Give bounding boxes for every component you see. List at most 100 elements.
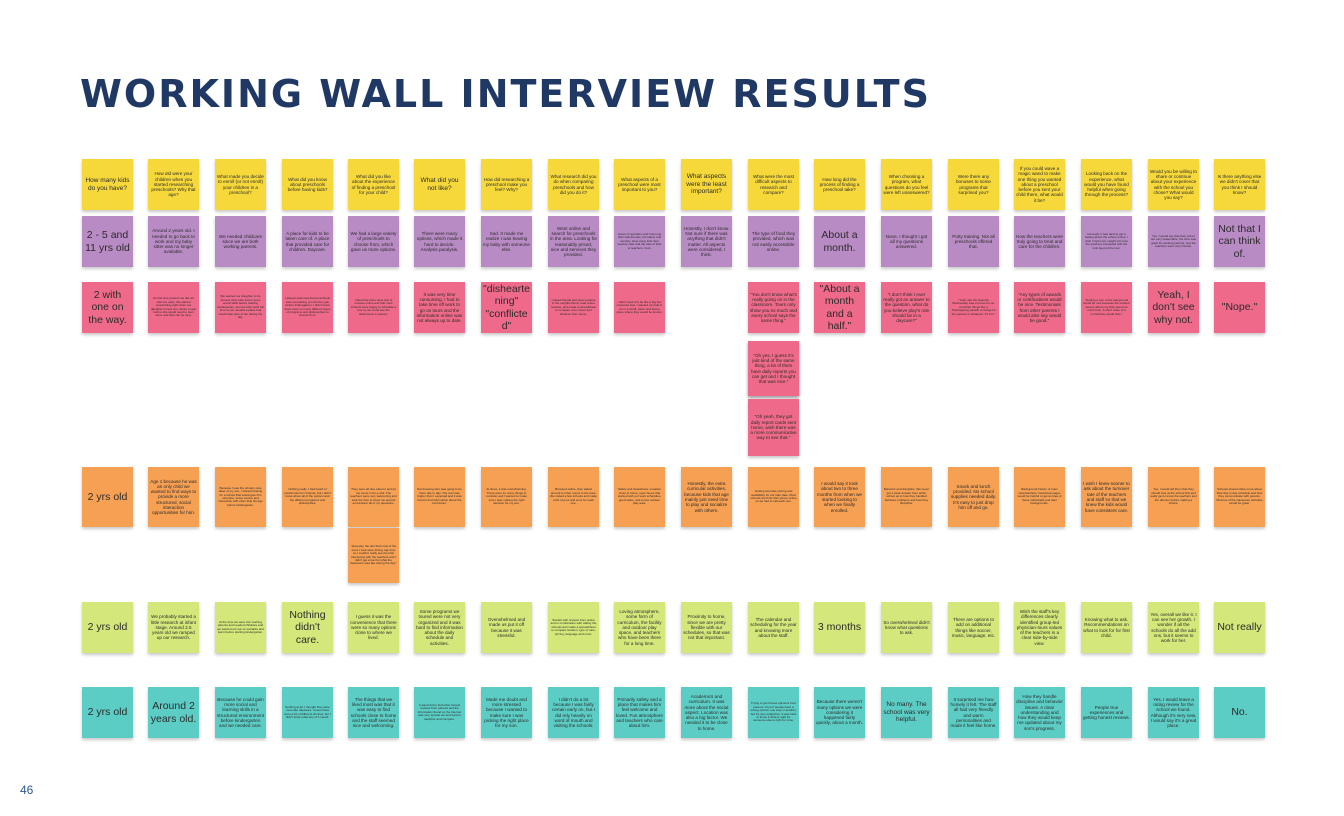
sticky-note-row-teal-5: The things that we liked most was that i… [348, 687, 399, 738]
sticky-note-row-lime-5: I guess it was the convenience that ther… [348, 602, 399, 653]
sticky-note-text: Honestly, it was hard to get a feeling a… [1084, 231, 1129, 250]
question-note-12: How long did the process of finding a pr… [814, 159, 865, 210]
sticky-note-text: We had a large variety of preschools to … [350, 230, 397, 252]
sticky-note-text: 2 - 5 and 11 yrs old [85, 229, 130, 254]
sticky-note-text: I would say it took about two to three m… [817, 481, 862, 513]
sticky-note-orange-extra: "Honestly, the fact that most of the tou… [348, 528, 399, 583]
sticky-note-row-orange-5: They were all nice about it and let me c… [348, 467, 399, 527]
sticky-note-row-orange-11: Getting accurate pricing and availabilit… [748, 467, 799, 527]
sticky-note-text: How old were your children when you star… [151, 171, 196, 198]
sticky-note-text: About a month. [821, 229, 858, 254]
question-note-15: If you could wave a magic wand to make o… [1014, 159, 1065, 210]
sticky-note-text: Nothing at all. I thought they were more… [284, 704, 331, 719]
sticky-note-row-teal-17: Yes, I would leave a rating review for t… [1148, 687, 1199, 738]
sticky-note-row-lime-6: Some programs we toured were not very or… [414, 602, 465, 653]
sticky-note-row-orange-16: I wish I knew sooner to ask about the tu… [1081, 467, 1132, 527]
sticky-note-row-teal-15: How they handle discipline and behavior … [1014, 687, 1065, 738]
sticky-note-text: How the teachers were truly going to tre… [1016, 233, 1063, 250]
sticky-note-row-purple-15: How the teachers were truly going to tre… [1014, 216, 1065, 267]
sticky-note-row-orange-17: Yes, I would tell them that they should … [1148, 467, 1199, 527]
sticky-note-row-teal-3: Because he could gain more social and le… [215, 687, 266, 738]
sticky-note-text: Yes, overall we like it. I can see her g… [1150, 611, 1197, 644]
sticky-note-row-orange-8: Browsed online, then asked around to oth… [548, 467, 599, 527]
sticky-note-row-orange-18: Schools should share more about their da… [1214, 467, 1265, 527]
sticky-note-text: Would you be willing to share or continu… [1150, 168, 1197, 201]
sticky-note-row-teal-4: Nothing at all. I thought they were more… [282, 687, 333, 738]
sticky-note-text: Hours of operation and how long their wa… [617, 231, 662, 250]
sticky-note-row-pink-5: I liked that there were lots of reviews … [348, 282, 399, 333]
sticky-note-text: Overwhelmed and made us put it off becau… [487, 616, 526, 638]
sticky-note-text: Safety and cleanliness. Location close t… [617, 487, 662, 506]
sticky-note-text: Looking back on the experience, what wou… [1084, 171, 1129, 198]
sticky-note-text: When choosing a program, what questions … [883, 173, 930, 195]
question-note-17: Would you be willing to share or continu… [1148, 159, 1199, 210]
sticky-note-row-pink-3: We wanted our daughter to be around othe… [215, 282, 266, 333]
sticky-note-text: It was hard to find other honest reviews… [417, 702, 462, 721]
sticky-note-row-pink-16: "Getting a tour of the playground would … [1081, 282, 1132, 333]
sticky-note-row-pink-17: Yeah, I don't see why not. [1148, 282, 1199, 333]
sticky-note-text: Yes, I would say that their prices are v… [1150, 233, 1197, 248]
sticky-note-text: What did you like about the experience o… [351, 173, 396, 195]
sticky-note-row-orange-7: At times, it was overwhelming. There wer… [481, 467, 532, 527]
sticky-note-row-purple-3: We needed childcare since we are both wo… [215, 216, 266, 267]
sticky-note-text: Not knowing who was going to be there da… [417, 487, 462, 506]
sticky-note-row-lime-16: Knowing what to ask. Recommendations on … [1081, 602, 1132, 653]
sticky-note-row-purple-9: Hours of operation and how long their wa… [614, 216, 665, 267]
sticky-note-text: Some programs we toured were not very or… [416, 609, 463, 646]
sticky-note-pink-extra-2: "Oh yes, I guess it's just kind of the s… [748, 341, 799, 396]
sticky-note-text: Went online and search for preschools in… [550, 225, 597, 258]
sticky-note-text: Academics and curriculum. It was more ab… [684, 694, 729, 731]
sticky-note-row-lime-4: Nothing didn't care. [282, 602, 333, 653]
question-note-4: What did you know about preschools befor… [282, 159, 333, 210]
page-title: WORKING WALL INTERVIEW RESULTS [80, 72, 931, 116]
sticky-note-row-orange-2: Age 1 because he was an only child we wa… [148, 467, 199, 527]
question-note-2: How old were your children when you star… [148, 159, 199, 210]
sticky-note-text: At times, it was overwhelming. There wer… [486, 487, 527, 506]
sticky-note-text: No. [1231, 706, 1248, 719]
sticky-note-row-lime-9: Loving atmosphere, some form of curricul… [614, 602, 665, 653]
sticky-note-text: Wish the staff's key differences clearly… [1016, 609, 1063, 646]
sticky-note-text: Background history of main care/teachers… [1017, 487, 1062, 506]
sticky-note-row-lime-12: 3 months [814, 602, 865, 653]
sticky-note-row-pink-15: "Any types of awards or certifications w… [1014, 282, 1065, 333]
question-note-6: What did you not like? [414, 159, 465, 210]
sticky-note-text: Started with reviews from online and in … [550, 617, 597, 636]
sticky-note-text: Schools should share more about their da… [1216, 487, 1263, 506]
sticky-note-text: Made me doubt and more stressed because … [484, 696, 529, 729]
sticky-note-text: Were there any bonuses to some programs … [956, 173, 991, 195]
sticky-note-row-teal-6: It was hard to find other honest reviews… [414, 687, 465, 738]
sticky-note-text: As first time parents we did not start t… [150, 296, 197, 318]
sticky-note-text: Nothing didn't care. [289, 609, 326, 646]
sticky-note-row-lime-18: Not really [1214, 602, 1265, 653]
sticky-note-row-purple-11: The type of food they provided, which wa… [748, 216, 799, 267]
sticky-note-text: Nothing really. I had heard of preschool… [284, 487, 331, 506]
sticky-note-text: Not that I can think of. [1218, 223, 1261, 260]
sticky-note-text: We needed childcare since we are both wo… [218, 233, 263, 250]
sticky-note-text: I liked that there were lots of reviews … [350, 297, 397, 316]
sticky-note-row-teal-18: No. [1214, 687, 1265, 738]
sticky-note-text: Because he could gain more social and le… [217, 696, 264, 729]
question-note-5: What did you like about the experience o… [348, 159, 399, 210]
sticky-note-text: 3 months [817, 621, 862, 634]
sticky-note-row-purple-16: Honestly, it was hard to get a feeling a… [1081, 216, 1132, 267]
sticky-note-text: "You don't know what's really going on i… [750, 291, 797, 324]
sticky-note-row-pink-8: I asked friends and other parents in the… [548, 282, 599, 333]
sticky-note-row-purple-10: Honestly, I don't know. Not sure if ther… [681, 216, 732, 267]
sticky-note-text: Around 2 years old. I needed to go back … [152, 228, 195, 255]
sticky-note-row-teal-9: Primarily safety and a place that makes … [614, 687, 665, 738]
sticky-note-row-lime-13: So overwhelmed didn't know what question… [881, 602, 932, 653]
sticky-note-text: What aspects of a preschool were most im… [618, 176, 661, 193]
sticky-note-text: Not really [1217, 621, 1262, 634]
sticky-note-row-lime-17: Yes, overall we like it. I can see her g… [1148, 602, 1199, 653]
question-note-14: Were there any bonuses to some programs … [948, 159, 999, 210]
sticky-note-row-purple-14: Potty training. Not all preschools offer… [948, 216, 999, 267]
sticky-note-text: "Yeah, like the Spanish Wednesday was a … [951, 297, 996, 316]
sticky-note-row-orange-13: Behavior and discipline. We never got a … [881, 467, 932, 527]
sticky-note-text: What did you know about preschools befor… [287, 176, 328, 193]
sticky-note-text: Snack and lunch provided. No school supp… [950, 483, 997, 510]
sticky-note-row-purple-8: Went online and search for preschools in… [548, 216, 599, 267]
question-note-11: What were the most difficult aspects to … [748, 159, 799, 210]
sticky-note-row-teal-13: No many. The school was very helpful. [881, 687, 932, 738]
sticky-note-row-purple-18: Not that I can think of. [1214, 216, 1265, 267]
sticky-note-row-lime-7: Overwhelmed and made us put it off becau… [481, 602, 532, 653]
